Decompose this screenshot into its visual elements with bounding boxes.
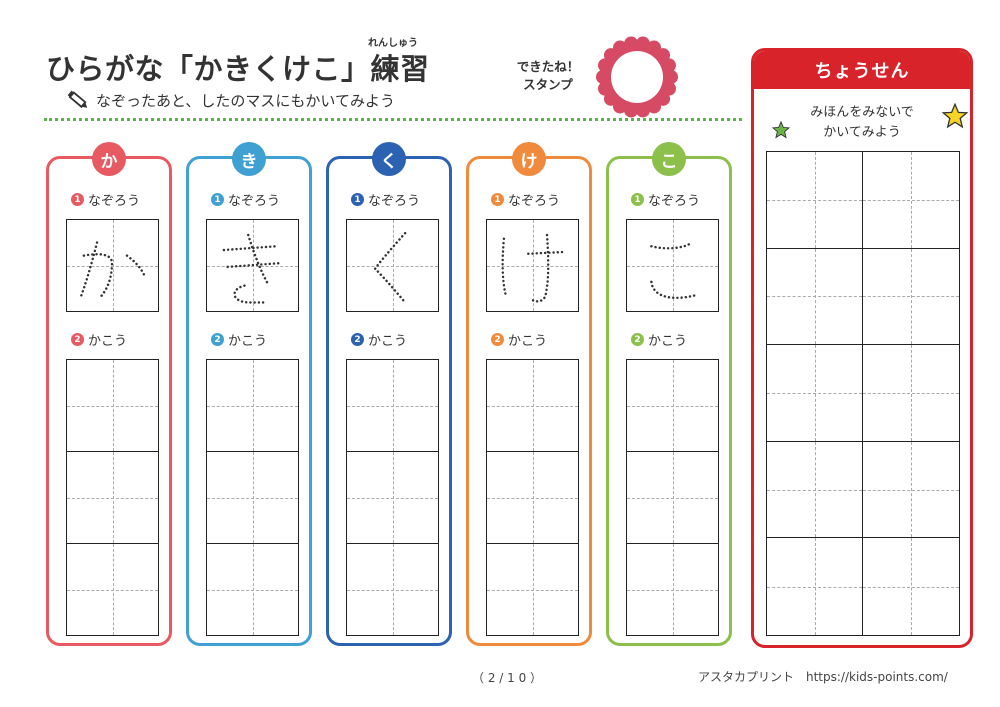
writing-box[interactable]	[346, 543, 439, 636]
trace-box[interactable]	[626, 219, 719, 312]
practice-column: き 1 なぞろう 2 かこう	[186, 142, 312, 646]
challenge-cell[interactable]	[767, 441, 863, 539]
stamp-label-line2: スタンプ	[523, 77, 573, 92]
step-write: 2 かこう	[71, 330, 127, 349]
dotted-divider	[44, 118, 742, 121]
challenge-cell[interactable]	[767, 248, 863, 346]
step-number: 2	[71, 333, 84, 346]
challenge-title: ちょうせん	[754, 51, 970, 89]
step-number: 2	[631, 333, 644, 346]
challenge-cell[interactable]	[863, 538, 959, 635]
writing-box[interactable]	[486, 451, 579, 544]
practice-column: く 1 なぞろう 2 かこう	[326, 142, 452, 646]
char-badge: き	[232, 142, 266, 176]
green-star-icon	[772, 121, 790, 139]
title-ruby: れんしゅう	[368, 38, 418, 49]
challenge-cell[interactable]	[767, 152, 863, 249]
trace-box[interactable]	[346, 219, 439, 312]
stamp-label: できたね！ スタンプ	[508, 58, 588, 94]
step-number: 2	[211, 333, 224, 346]
practice-column: か 1 なぞろう 2 かこう	[46, 142, 172, 646]
step-label: なぞろう	[228, 194, 281, 209]
char-badge: こ	[652, 142, 686, 176]
trace-character	[222, 233, 282, 304]
writing-box[interactable]	[626, 451, 719, 544]
practice-column: け 1 なぞろう 2 かこう	[466, 142, 592, 646]
trace-box[interactable]	[486, 219, 579, 312]
step-label: かこう	[368, 334, 408, 349]
writing-box[interactable]	[66, 359, 159, 452]
trace-box[interactable]	[206, 219, 299, 312]
stamp-label-line1: できたね！	[516, 59, 580, 74]
trace-character	[650, 243, 698, 299]
step-write: 2 かこう	[351, 330, 407, 349]
step-trace: 1 なぞろう	[351, 190, 420, 209]
challenge-grid	[766, 151, 960, 636]
trace-box[interactable]	[66, 219, 159, 312]
writing-box[interactable]	[626, 543, 719, 636]
step-label: かこう	[88, 334, 128, 349]
step-number: 1	[71, 193, 84, 206]
challenge-panel: ちょうせん みほんをみないで かいてみよう	[751, 48, 973, 648]
writing-box[interactable]	[206, 543, 299, 636]
step-trace: 1 なぞろう	[631, 190, 700, 209]
practice-column: こ 1 なぞろう 2 かこう	[606, 142, 732, 646]
step-label: かこう	[648, 334, 688, 349]
writing-box[interactable]	[206, 451, 299, 544]
step-number: 1	[631, 193, 644, 206]
step-number: 2	[351, 333, 364, 346]
char-badge: け	[512, 142, 546, 176]
step-trace: 1 なぞろう	[211, 190, 280, 209]
challenge-subtitle: みほんをみないで かいてみよう	[754, 103, 970, 143]
writing-box[interactable]	[66, 451, 159, 544]
writing-box[interactable]	[626, 359, 719, 452]
challenge-cell[interactable]	[863, 248, 959, 346]
trace-character	[373, 231, 407, 304]
trace-character	[501, 233, 567, 303]
challenge-cell[interactable]	[767, 538, 863, 635]
step-label: なぞろう	[648, 194, 701, 209]
footer-brand: アスタカプリント https://kids-points.com/	[698, 670, 948, 684]
challenge-cell[interactable]	[767, 345, 863, 442]
challenge-subtitle-line1: みほんをみないで	[810, 105, 914, 120]
writing-box[interactable]	[346, 359, 439, 452]
challenge-cell[interactable]	[863, 152, 959, 249]
step-number: 1	[211, 193, 224, 206]
step-number: 1	[351, 193, 364, 206]
step-trace: 1 なぞろう	[71, 190, 140, 209]
step-write: 2 かこう	[631, 330, 687, 349]
step-label: なぞろう	[88, 194, 141, 209]
instruction-row: なぞったあと、したのマスにもかいてみよう	[66, 88, 395, 112]
pencil-icon	[67, 90, 88, 109]
writing-box[interactable]	[486, 359, 579, 452]
challenge-cell[interactable]	[863, 345, 959, 442]
page-title: ひらがな「かきくけこ」練習	[46, 52, 430, 86]
yellow-star-icon	[942, 103, 968, 129]
step-number: 2	[491, 333, 504, 346]
step-label: なぞろう	[508, 194, 561, 209]
writing-box[interactable]	[346, 451, 439, 544]
step-trace: 1 なぞろう	[491, 190, 560, 209]
challenge-cell[interactable]	[863, 441, 959, 539]
step-label: かこう	[508, 334, 548, 349]
challenge-subtitle-line2: かいてみよう	[823, 125, 901, 140]
step-label: なぞろう	[368, 194, 421, 209]
writing-box[interactable]	[66, 543, 159, 636]
trace-character	[78, 241, 146, 300]
step-label: かこう	[228, 334, 268, 349]
writing-box[interactable]	[486, 543, 579, 636]
step-write: 2 かこう	[211, 330, 267, 349]
page-number: （ 2 / 1 0 ）	[472, 671, 543, 685]
writing-box[interactable]	[206, 359, 299, 452]
instruction-text: なぞったあと、したのマスにもかいてみよう	[96, 91, 395, 110]
step-write: 2 かこう	[491, 330, 547, 349]
char-badge: か	[92, 142, 126, 176]
flower-stamp-icon	[596, 36, 678, 118]
step-number: 1	[491, 193, 504, 206]
char-badge: く	[372, 142, 406, 176]
